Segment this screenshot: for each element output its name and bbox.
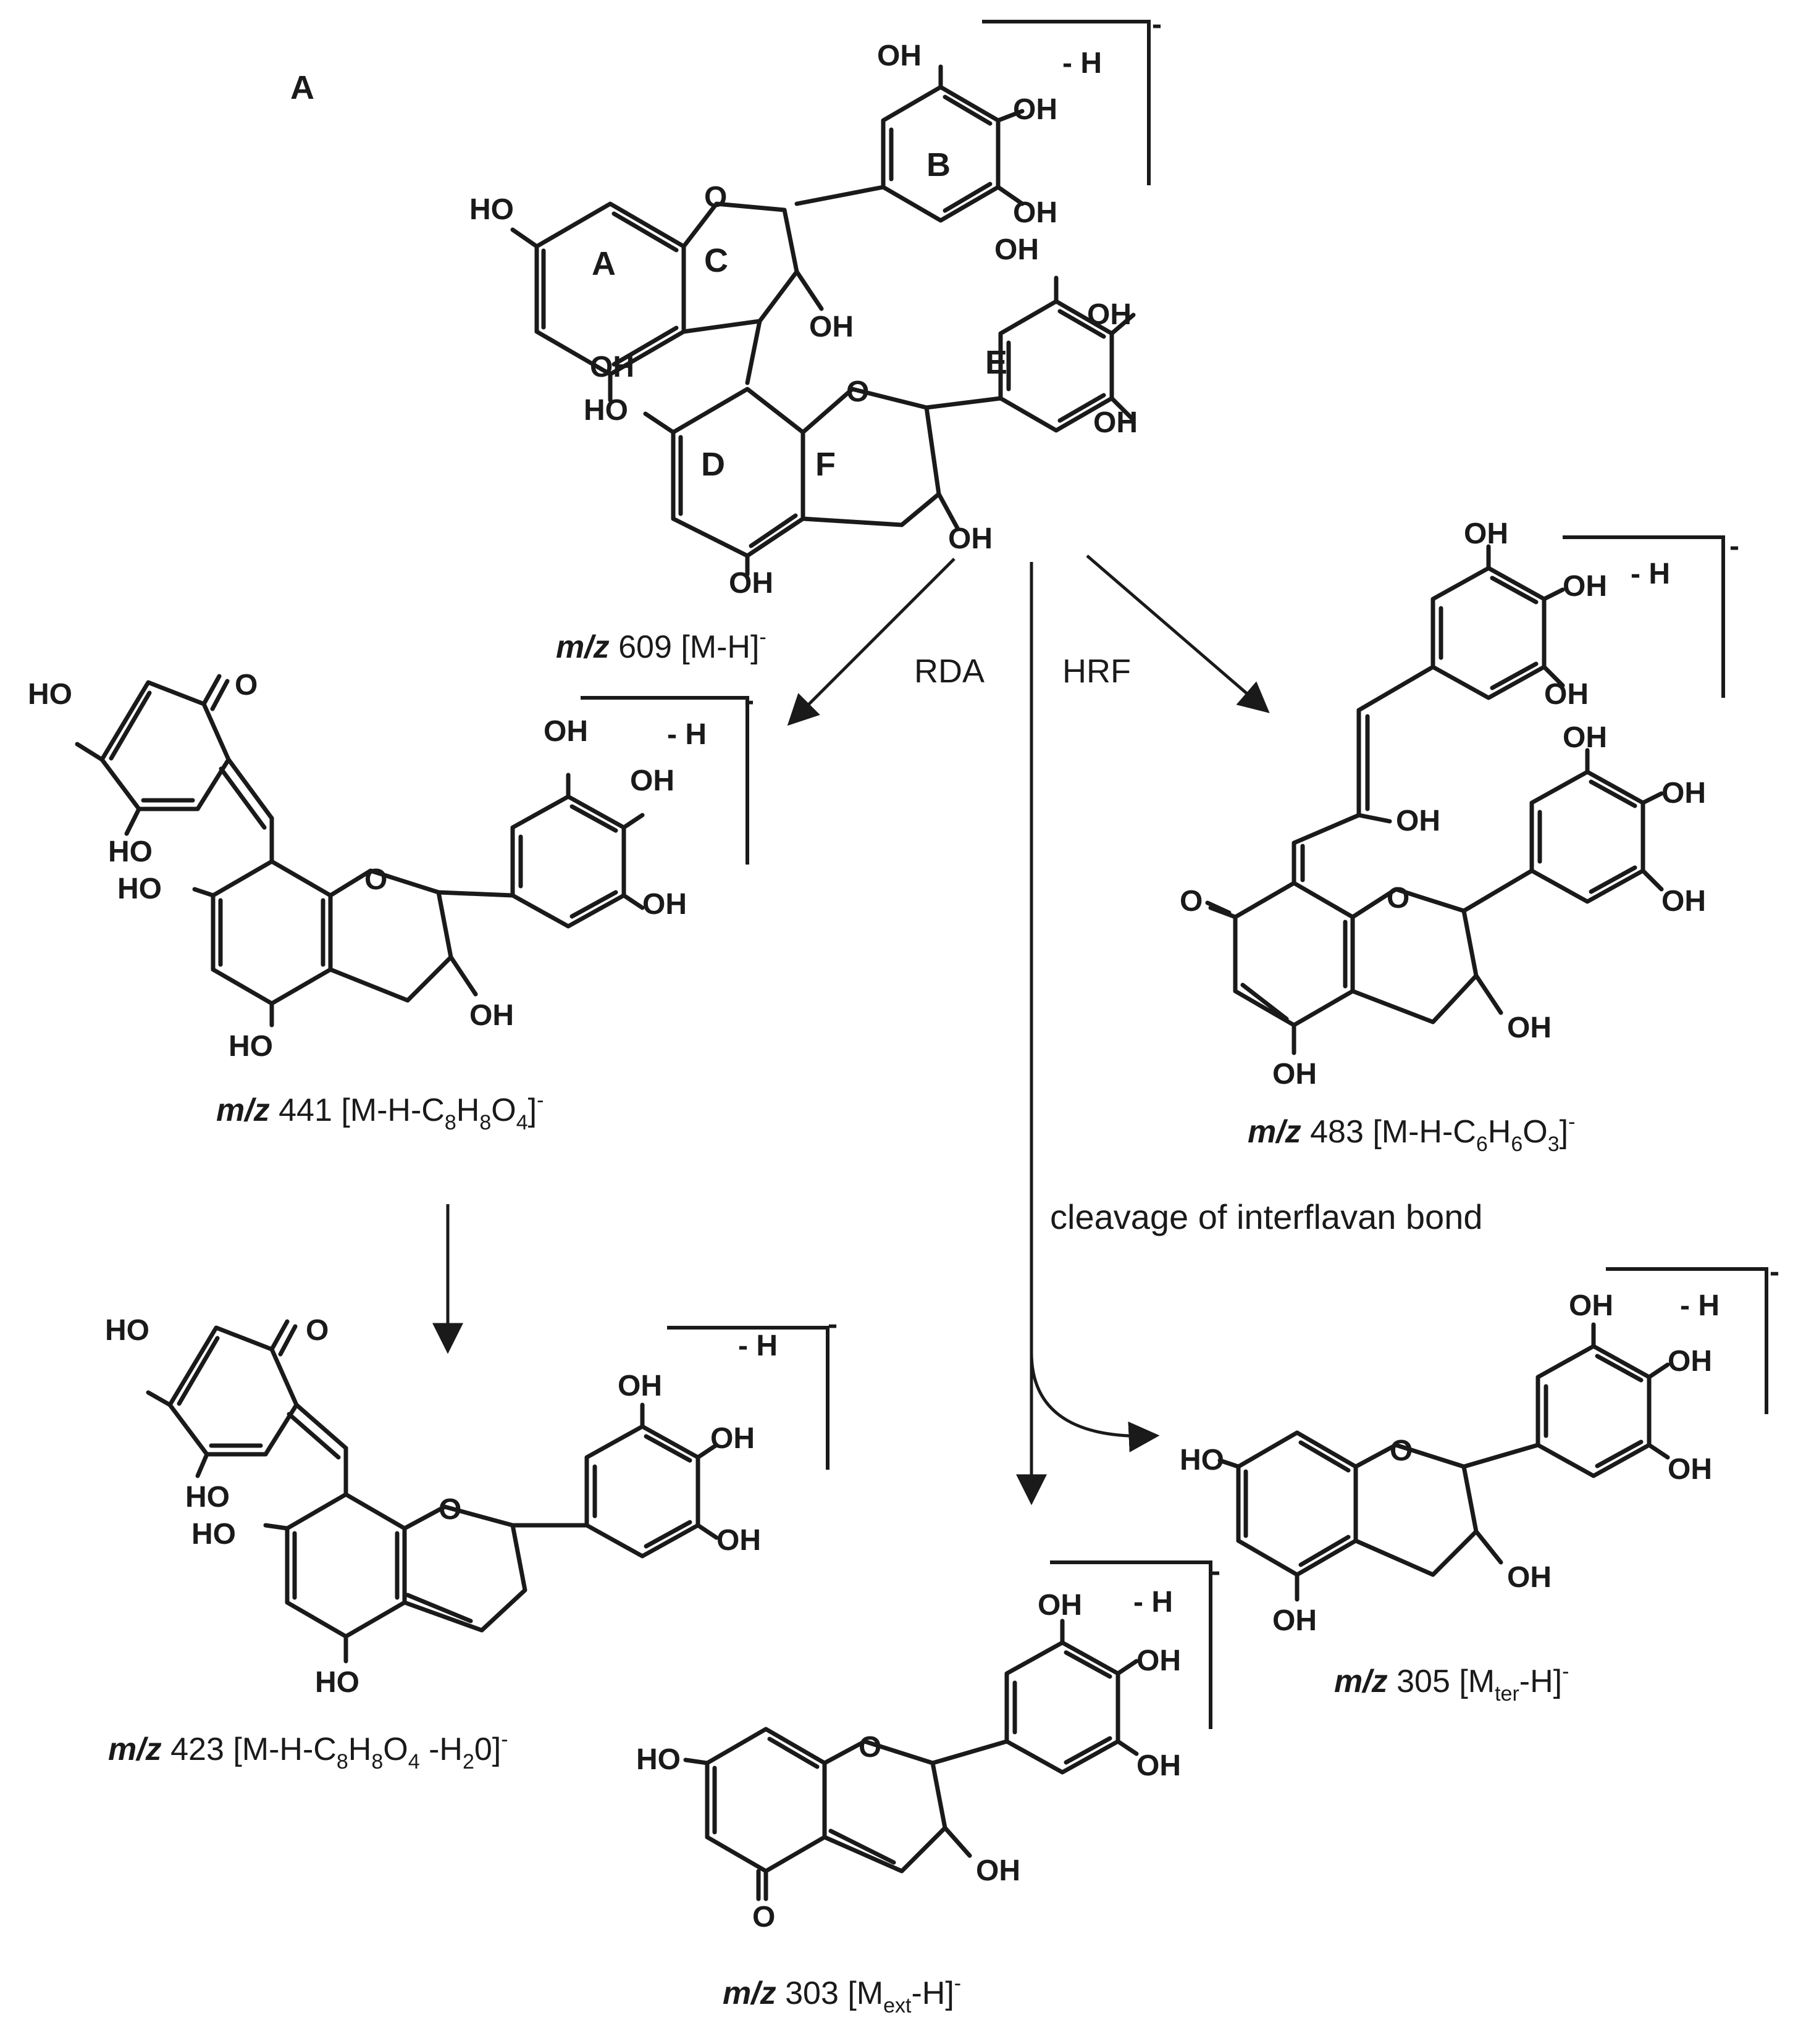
structure-423: HO O HO HO O OH OH OH HO - H - <box>105 1308 838 1699</box>
oh-label: OH <box>976 1854 1020 1887</box>
o-label: O <box>704 181 727 214</box>
oh-label: OH <box>1464 517 1508 550</box>
oh-label: OH <box>630 764 674 797</box>
oh-label: OH <box>1668 1453 1712 1486</box>
oh-label: OH <box>948 522 993 555</box>
ho-label: HO <box>191 1518 236 1551</box>
oh-label: OH <box>618 1370 662 1402</box>
ring-label-b: B <box>926 146 951 183</box>
oh-label: OH <box>1661 777 1706 810</box>
oh-label: OH <box>877 40 922 72</box>
oh-label: OH <box>729 567 773 600</box>
o-label: O <box>1387 882 1409 915</box>
oh-label: OH <box>642 888 687 921</box>
charge-label: - H <box>667 718 707 751</box>
charge-label: - H <box>738 1330 778 1362</box>
o-label: O <box>1180 885 1203 918</box>
structure-305: HO O OH OH OH OH OH - H - <box>1180 1255 1779 1637</box>
o-label: O <box>439 1493 461 1526</box>
oh-label: OH <box>1038 1589 1082 1622</box>
oh-label: OH <box>994 233 1039 266</box>
oh-label: OH <box>1396 805 1440 837</box>
ho-label: HO <box>584 394 628 427</box>
caption-441: m/z 441 [M-H-C8H8O4]- <box>216 1089 544 1134</box>
oh-label: OH <box>1507 1561 1552 1594</box>
structure-609: OH OH OH HO O OH OH OH OH OH HO O OH OH … <box>469 8 1162 600</box>
ho-label: HO <box>1180 1444 1224 1476</box>
charge-sign: - <box>1152 8 1162 41</box>
caption-483: m/z 483 [M-H-C6H6O3]- <box>1248 1110 1575 1156</box>
charge-sign: - <box>1770 1255 1779 1288</box>
oh-label: OH <box>1563 721 1607 754</box>
o-label: O <box>859 1731 881 1764</box>
ho-label: HO <box>185 1481 230 1514</box>
oh-label: OH <box>809 311 854 343</box>
caption-305: m/z 305 [Mter-H]- <box>1334 1660 1569 1706</box>
ho-label: HO <box>117 873 162 905</box>
caption-609: m/z 609 [M-H]- <box>556 626 766 665</box>
hrf-label: HRF <box>1062 653 1131 690</box>
oh-label: OH <box>590 351 634 383</box>
ring-label-d: D <box>701 446 725 483</box>
oh-label: OH <box>469 999 514 1032</box>
oh-label: OH <box>1136 1749 1181 1782</box>
charge-label: - H <box>1631 558 1670 590</box>
arrows <box>432 555 1270 1506</box>
charge-sign: - <box>1211 1555 1220 1588</box>
ring-label-e: E <box>985 344 1007 381</box>
ho-label: HO <box>636 1743 681 1776</box>
caption-303: m/z 303 [Mext-H]- <box>723 1972 961 2017</box>
ring-label-a: A <box>592 245 616 282</box>
o-label: O <box>306 1314 329 1347</box>
structure-441: HO O HO HO O OH OH OH OH HO - H - <box>28 669 754 1063</box>
oh-label: OH <box>1544 678 1589 711</box>
ho-label: HO <box>108 836 153 868</box>
charge-sign: - <box>744 684 754 717</box>
structure-483: OH OH OH OH OH OH OH O O OH OH - H - <box>1180 517 1739 1091</box>
o-label: O <box>846 375 869 408</box>
oh-label: OH <box>710 1422 755 1455</box>
ring-label-f: F <box>815 446 836 483</box>
oh-label: OH <box>716 1524 761 1557</box>
ho-label: HO <box>229 1030 273 1063</box>
ho-label: HO <box>28 678 72 711</box>
oh-label: OH <box>1093 406 1138 439</box>
structure-303: HO O OH OH OH OH O - H - <box>636 1555 1220 1933</box>
ho-label: HO <box>315 1666 359 1699</box>
charge-sign: - <box>1729 530 1739 563</box>
rda-label: RDA <box>914 653 985 690</box>
oh-label: OH <box>1013 93 1057 126</box>
oh-label: OH <box>1563 570 1607 603</box>
charge-sign: - <box>828 1308 838 1341</box>
oh-label: OH <box>1013 196 1057 229</box>
oh-label: OH <box>1136 1644 1181 1677</box>
oh-label: OH <box>1507 1012 1552 1044</box>
charge-label: - H <box>1133 1586 1173 1619</box>
oh-label: OH <box>1661 885 1706 918</box>
o-label: O <box>235 669 258 702</box>
o-label: O <box>1390 1435 1413 1467</box>
caption-423: m/z 423 [M-H-C8H8O4 -H20]- <box>108 1728 508 1774</box>
cleavage-label: cleavage of interflavan bond <box>1050 1197 1483 1236</box>
oh-label: OH <box>1272 1604 1317 1637</box>
ring-label-c: C <box>704 242 728 279</box>
panel-label: A <box>290 69 314 106</box>
o-label: O <box>752 1901 775 1933</box>
oh-label: OH <box>1569 1289 1613 1322</box>
charge-label: - H <box>1680 1289 1720 1322</box>
oh-label: OH <box>1668 1345 1712 1378</box>
o-label: O <box>364 863 387 896</box>
charge-label: - H <box>1062 47 1102 80</box>
oh-label: OH <box>1272 1058 1317 1091</box>
ho-label: HO <box>105 1314 149 1347</box>
ho-label: HO <box>469 193 514 226</box>
oh-label: OH <box>544 715 588 748</box>
oh-label: OH <box>1087 298 1132 331</box>
